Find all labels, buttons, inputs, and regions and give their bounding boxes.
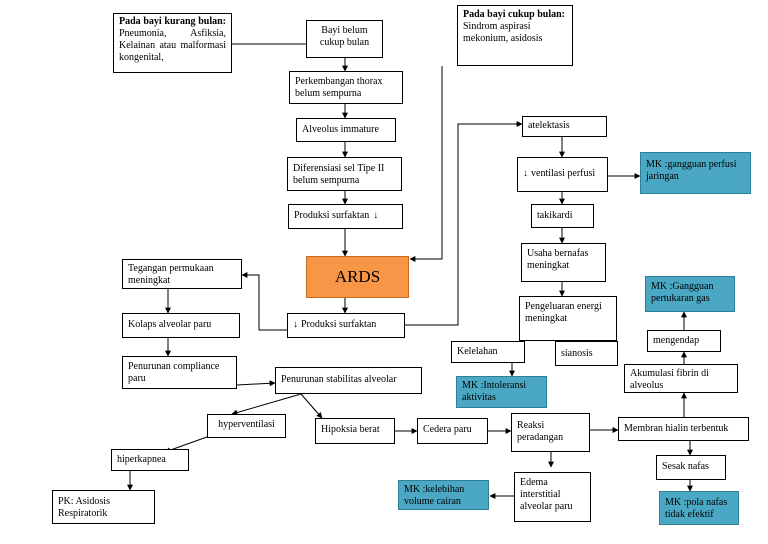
box-ards: ARDS: [306, 256, 409, 298]
edge-cukup-to-ards: [409, 66, 443, 262]
box-mk-pertukaran: MK :Gangguan pertukaran gas: [645, 276, 735, 312]
box-ventilasi: ↓ventilasi perfusi: [517, 157, 608, 192]
down-arrow-icon: ↓: [523, 168, 528, 179]
box-penurunan-stabilitas: Penurunan stabilitas alveolar: [275, 367, 422, 394]
atelektasis-label: atelektasis: [528, 120, 570, 131]
penurunan-stabilitas-label: Penurunan stabilitas alveolar: [281, 374, 397, 385]
box-edema: Edema interstitial alveolar paru: [514, 472, 591, 522]
ards-label: ARDS: [334, 267, 381, 286]
hipoksia-label: Hipoksia berat: [321, 424, 380, 435]
box-takikardi: takikardi: [531, 204, 594, 228]
down-arrow-icon: ↓: [293, 319, 298, 330]
takikardi-label: takikardi: [537, 210, 573, 221]
kelelahan-label: Kelelahan: [457, 346, 498, 357]
box-reaksi: Reaksi peradangan: [511, 413, 590, 452]
produksi-surfaktan-2-label: Produksi surfaktan: [301, 319, 377, 330]
box-produksi-surfaktan-1: Produksi surfaktan↓: [288, 204, 403, 229]
box-bayi-belum: Bayi belum cukup bulan: [306, 20, 383, 58]
kurang-bulan-text: Pneumonia, Asfiksia, Kelainan atau malfo…: [119, 28, 226, 63]
usaha-label: Usaha bernafas meningkat: [527, 248, 589, 271]
mengendap-label: mengendap: [653, 335, 700, 346]
perkembangan-label: Perkembangan thorax belum sempurna: [295, 76, 383, 99]
reaksi-label: Reaksi peradangan: [517, 420, 564, 443]
box-cukup-bulan: Pada bayi cukup bulan: Sindrom aspirasi …: [457, 5, 573, 66]
box-tegangan: Tegangan permukaan meningkat: [122, 259, 242, 289]
edema-label: Edema interstitial alveolar paru: [520, 477, 573, 512]
box-kurang-bulan: Pada bayi kurang bulan: Pneumonia, Asfik…: [113, 13, 232, 73]
cedera-paru-label: Cedera paru: [423, 424, 472, 435]
box-mk-perfusi: MK :gangguan perfusi jaringan: [640, 152, 751, 194]
penurunan-compliance-label: Penurunan compliance paru: [128, 361, 220, 384]
box-hyperventilasi: hyperventilasi: [207, 414, 286, 438]
cukup-bulan-title: Pada bayi cukup bulan:: [463, 9, 565, 20]
sianosis-label: sianosis: [561, 348, 593, 359]
down-arrow-icon: ↓: [373, 210, 379, 221]
box-sianosis: sianosis: [555, 341, 618, 366]
box-membran: Membran hialin terbentuk: [618, 417, 749, 441]
membran-label: Membran hialin terbentuk: [624, 423, 729, 434]
mk-pertukaran-label: MK :Gangguan pertukaran gas: [651, 281, 714, 304]
pk-asidosis-label: PK: Asidosis Respiratorik: [58, 496, 110, 519]
box-pk-asidosis: PK: Asidosis Respiratorik: [52, 490, 155, 524]
edge-compliance-to-stabilitas: [236, 380, 276, 387]
tegangan-label: Tegangan permukaan meningkat: [128, 263, 214, 286]
edge-stabilitas-to-hyper: [231, 393, 302, 416]
box-mk-kelebihan: MK :kelebihan volume cairan: [398, 480, 489, 510]
kolaps-label: Kolaps alveolar paru: [128, 319, 212, 330]
box-pengeluaran: Pengeluaran energi meningkat: [519, 296, 617, 341]
produksi-surfaktan-1-label: Produksi surfaktan: [294, 210, 370, 221]
ventilasi-label: ventilasi perfusi: [531, 168, 596, 179]
bayi-belum-label: Bayi belum cukup bulan: [319, 25, 370, 48]
box-hiperkapnea: hiperkapnea: [111, 449, 189, 471]
cukup-bulan-text: Sindrom aspirasi mekonium, asidosis: [463, 21, 543, 44]
box-penurunan-compliance: Penurunan compliance paru: [122, 356, 237, 389]
hiperkapnea-label: hiperkapnea: [117, 454, 166, 465]
box-alveolus-immature: Alveolus immature: [296, 118, 396, 142]
mk-perfusi-label: MK :gangguan perfusi jaringan: [646, 159, 737, 182]
box-mengendap: mengendap: [647, 330, 721, 352]
box-produksi-surfaktan-2: ↓Produksi surfaktan: [287, 313, 405, 338]
box-kelelahan: Kelelahan: [451, 341, 525, 363]
hyperventilasi-label: hyperventilasi: [218, 419, 275, 430]
alveolus-immature-label: Alveolus immature: [302, 124, 379, 135]
sesak-label: Sesak nafas: [662, 461, 709, 472]
box-kolaps: Kolaps alveolar paru: [122, 313, 240, 338]
mk-intoleransi-label: MK :Intoleransi aktivitas: [462, 380, 527, 403]
pengeluaran-label: Pengeluaran energi meningkat: [525, 301, 602, 324]
mk-kelebihan-label: MK :kelebihan volume cairan: [404, 484, 465, 507]
box-diferensiasi: Diferensiasi sel Tipe II belum sempurna: [287, 157, 402, 191]
mk-pola-label: MK :pola nafas tidak efektif: [665, 497, 728, 520]
box-perkembangan: Perkembangan thorax belum sempurna: [289, 71, 403, 104]
box-mk-intoleransi: MK :Intoleransi aktivitas: [456, 376, 547, 408]
edge-produksi2-to-tegangan: [241, 272, 287, 331]
edge-produksi2-to-atelektasis: [405, 121, 523, 326]
box-mk-pola: MK :pola nafas tidak efektif: [659, 491, 739, 525]
box-cedera-paru: Cedera paru: [417, 418, 488, 444]
akumulasi-label: Akumulasi fibrin di alveolus: [630, 368, 709, 391]
edge-stabilitas-to-hipoksia: [300, 393, 323, 419]
box-hipoksia: Hipoksia berat: [315, 418, 395, 444]
diferensiasi-label: Diferensiasi sel Tipe II belum sempurna: [293, 163, 385, 186]
box-usaha: Usaha bernafas meningkat: [521, 243, 606, 282]
kurang-bulan-title: Pada bayi kurang bulan:: [119, 16, 226, 27]
box-atelektasis: atelektasis: [522, 116, 607, 137]
box-sesak: Sesak nafas: [656, 455, 726, 480]
box-akumulasi: Akumulasi fibrin di alveolus: [624, 364, 738, 393]
